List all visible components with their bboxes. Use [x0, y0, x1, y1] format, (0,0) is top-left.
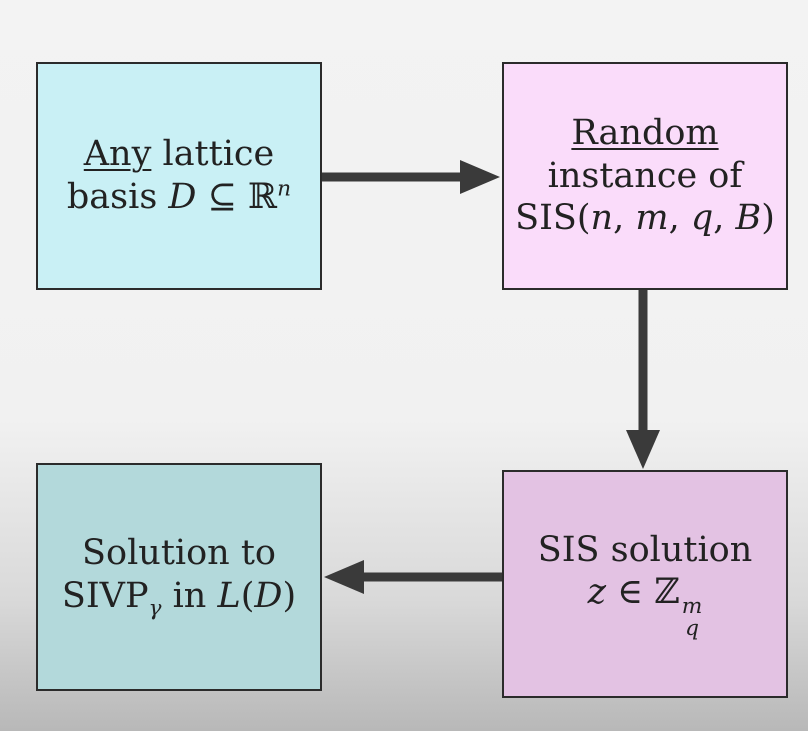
z-subscript-q: q	[685, 615, 700, 641]
lattice-basis-line-2: basis D ⊆ ℝn	[67, 176, 291, 219]
lattice-basis-line-1: Any lattice	[84, 133, 274, 176]
sis-parameters: SIS(n, m, q, B)	[515, 197, 775, 240]
param-m: m	[635, 198, 669, 239]
in-word: in	[161, 575, 218, 616]
any-underlined: Any	[83, 134, 152, 175]
paren-close: )	[282, 575, 297, 616]
subseteq-symbol: ⊆	[196, 177, 249, 217]
z-superscript-m: m	[681, 594, 703, 620]
lattice-basis-box: Any lattice basis D ⊆ ℝn	[36, 62, 322, 290]
sivp-solution-box: Solution to SIVPγ in L(D)	[36, 463, 322, 691]
lattice-word: lattice	[151, 134, 275, 175]
sivp-formula: SIVPγ in L(D)	[62, 575, 296, 622]
instance-of-text: instance of	[547, 155, 743, 196]
var-z: z	[587, 572, 607, 613]
sis-solution-title: SIS solution	[537, 529, 753, 570]
lattice-d: D	[254, 575, 283, 616]
random-underlined: Random	[571, 112, 719, 153]
integers-symbol: ℤ	[654, 572, 680, 613]
arrow-solution-to-sivp	[324, 560, 502, 594]
basis-symbol-d: D	[168, 177, 197, 217]
arrow-instance-to-solution	[626, 290, 660, 469]
arrow-basis-to-instance	[322, 160, 500, 194]
comma-1: ,	[613, 198, 636, 239]
comma-3: ,	[713, 198, 736, 239]
lattice-l: L	[217, 575, 241, 616]
element-of-symbol: ∈	[606, 572, 655, 613]
paren-open: (	[240, 575, 255, 616]
sivp-word: SIVP	[61, 575, 149, 616]
gamma-subscript: γ	[148, 595, 162, 621]
basis-word: basis	[66, 177, 169, 217]
param-n: n	[590, 198, 614, 239]
sivp-solution-title: Solution to	[82, 532, 276, 573]
reals-symbol: ℝ	[248, 177, 278, 217]
comma-2: ,	[668, 198, 691, 239]
param-q: q	[690, 198, 714, 239]
dimension-n: n	[277, 176, 292, 202]
param-b: B	[735, 198, 762, 239]
sis-close: )	[761, 198, 775, 239]
random-sis-instance-box: Random instance of SIS(n, m, q, B)	[502, 62, 788, 290]
sis-open: SIS(	[515, 198, 591, 239]
